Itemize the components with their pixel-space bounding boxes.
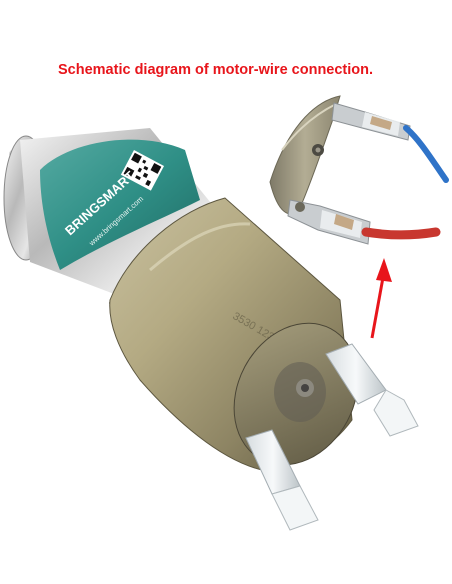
diagram-caption: Schematic diagram of motor-wire connecti… — [58, 62, 374, 78]
gear-motor: BRINGSMART www.bringsmart.com 3530 123 — [3, 128, 419, 531]
lower-terminal — [245, 429, 319, 531]
upper-terminal — [325, 343, 419, 437]
blue-wire — [403, 125, 449, 183]
inset-photo — [269, 95, 449, 245]
red-arrow-icon — [370, 258, 392, 339]
red-wire — [361, 227, 441, 240]
qr-code-icon — [120, 150, 165, 191]
